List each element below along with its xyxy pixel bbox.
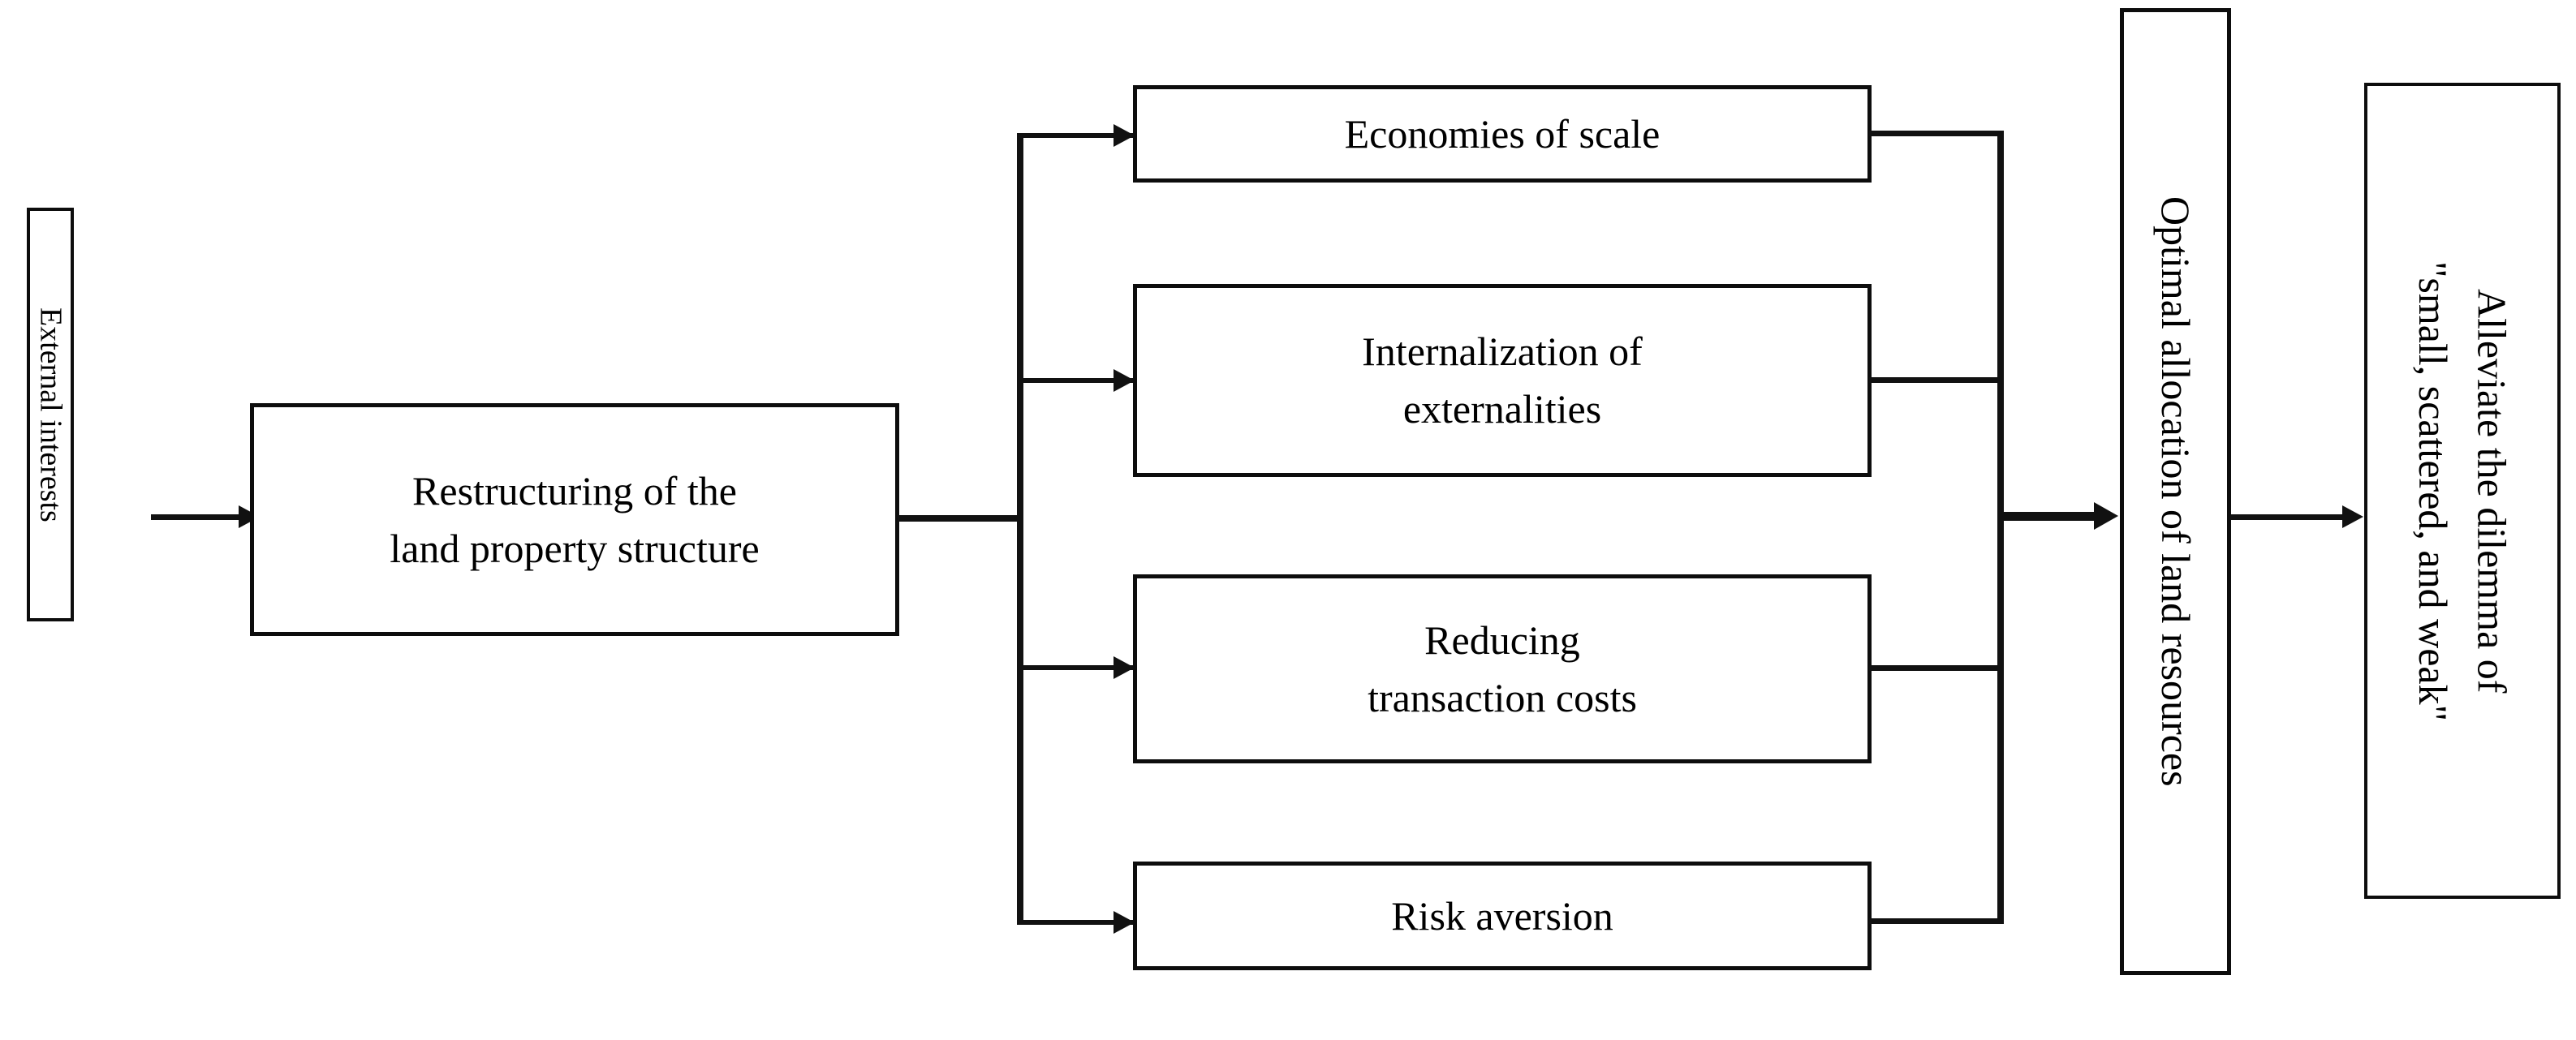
node-alleviate-dilemma[interactable]: Alleviate the dilemma of "small, scatter… [2364, 83, 2561, 899]
node-external-interests-label: External interests [33, 307, 68, 522]
edge-optimal-to-alleviate-line [2230, 514, 2346, 520]
edge-trunk-to-reducing-line [1022, 665, 1135, 670]
edge-trunk-to-internalization-line [1022, 378, 1135, 383]
edge-trunk-to-risk-line [1022, 920, 1135, 925]
node-optimal-allocation-label: Optimal allocation of land resources [2152, 196, 2199, 787]
edge-optimal-to-alleviate-arrowhead [2342, 505, 2363, 528]
edge-reducing-to-merge-line [1869, 665, 2003, 671]
edge-trunk-to-reducing-arrowhead [1114, 656, 1135, 679]
edge-trunk-to-internalization-arrowhead [1114, 369, 1135, 392]
edge-internalization-to-merge-line [1869, 377, 2003, 383]
node-restructuring[interactable]: Restructuring of the land property struc… [250, 403, 899, 636]
branch-trunk-vertical-line [1017, 133, 1023, 925]
edge-risk-to-merge-line [1869, 918, 2003, 924]
edge-merge-to-optimal-arrowhead [2094, 502, 2118, 530]
merge-trunk-vertical-line [1997, 131, 2004, 924]
node-alleviate-dilemma-label: Alleviate the dilemma of "small, scatter… [2410, 260, 2515, 721]
node-external-interests[interactable]: External interests [27, 208, 74, 621]
node-risk-aversion[interactable]: Risk aversion [1133, 862, 1872, 970]
edge-external-to-restructuring-line [151, 514, 242, 520]
node-reducing-transaction-costs[interactable]: Reducing transaction costs [1133, 574, 1872, 763]
node-risk-aversion-label: Risk aversion [1391, 892, 1613, 939]
edge-trunk-to-risk-arrowhead [1114, 911, 1135, 934]
edge-merge-to-optimal-line [1998, 512, 2096, 521]
edge-economies-to-merge-line [1869, 131, 2003, 136]
edge-trunk-to-economies-line [1022, 133, 1135, 138]
node-reducing-transaction-costs-label: Reducing transaction costs [1368, 617, 1637, 720]
edge-restructuring-to-trunk-line [898, 515, 1023, 522]
node-economies-of-scale[interactable]: Economies of scale [1133, 85, 1872, 183]
node-internalization[interactable]: Internalization of externalities [1133, 284, 1872, 477]
node-internalization-label: Internalization of externalities [1362, 329, 1643, 432]
node-restructuring-label: Restructuring of the land property struc… [390, 467, 760, 571]
node-economies-of-scale-label: Economies of scale [1344, 110, 1661, 157]
edge-trunk-to-economies-arrowhead [1114, 124, 1135, 147]
node-optimal-allocation[interactable]: Optimal allocation of land resources [2120, 8, 2231, 975]
